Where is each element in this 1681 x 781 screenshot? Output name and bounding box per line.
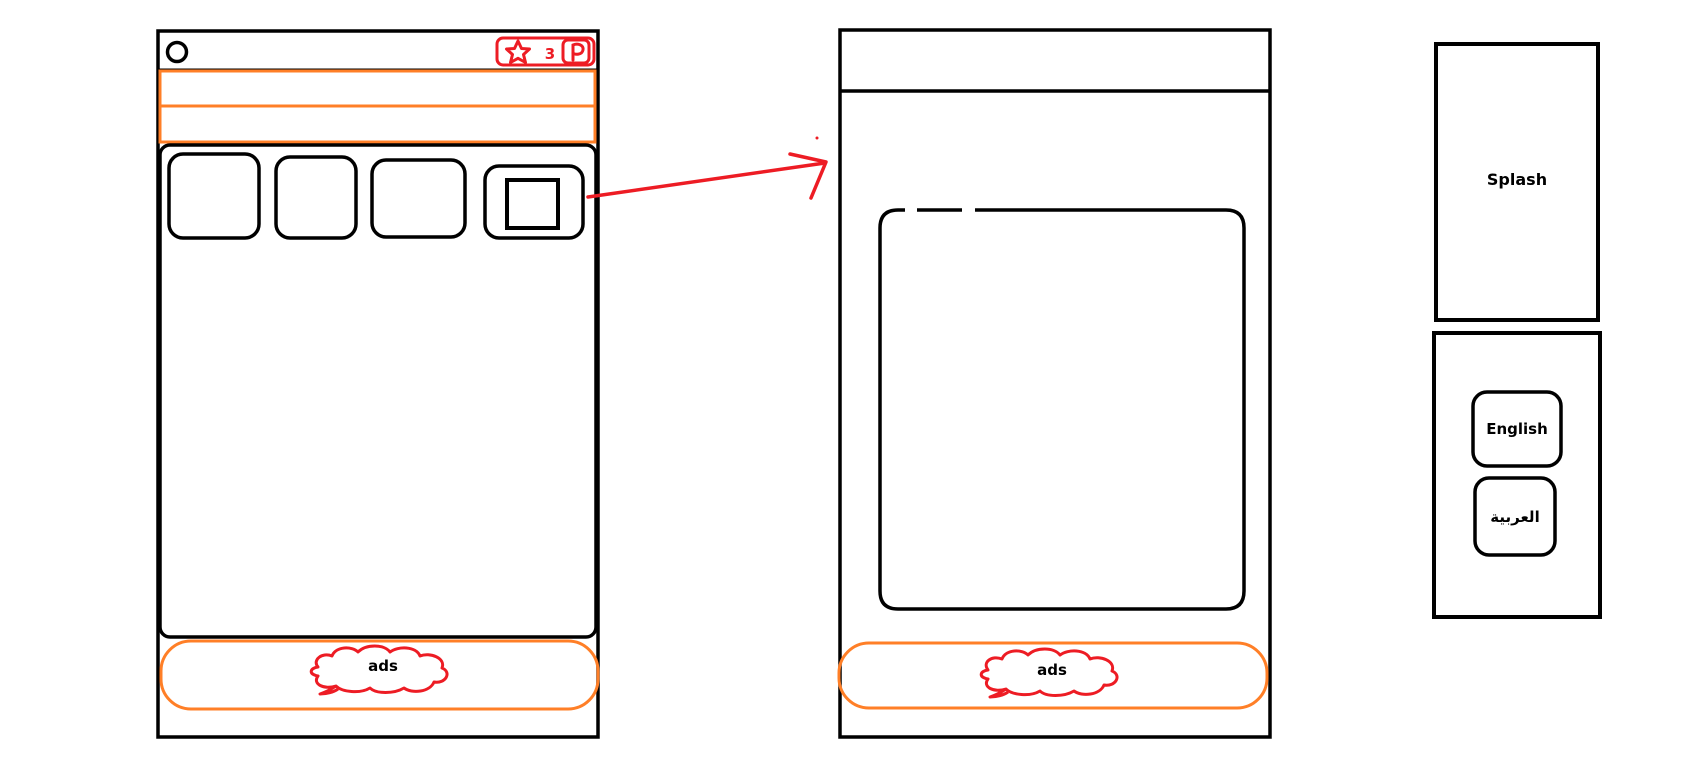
share-icon-box bbox=[561, 38, 591, 65]
arabic-label: العربية bbox=[1490, 508, 1539, 526]
detail-image-view[interactable] bbox=[878, 208, 1246, 611]
favorites-indicator-box bbox=[495, 36, 596, 67]
arrow-head bbox=[788, 152, 828, 200]
english-button[interactable] bbox=[1471, 390, 1563, 468]
phone-detail: ads bbox=[837, 28, 1272, 739]
arabic-button[interactable] bbox=[1473, 476, 1557, 557]
star-icon bbox=[505, 39, 531, 64]
navigation-arrow bbox=[586, 136, 828, 200]
arrow-shaft bbox=[586, 161, 827, 199]
ads-cloud-shape bbox=[309, 644, 449, 696]
ads-banner[interactable] bbox=[159, 639, 600, 711]
phone-main: 3 ads bbox=[156, 29, 600, 739]
thumbnail-4-image-icon bbox=[505, 178, 560, 230]
favorites-count: 3 bbox=[545, 45, 555, 63]
orange-bar-bottom[interactable] bbox=[158, 104, 597, 144]
detail-ads-cloud-shape bbox=[979, 647, 1119, 699]
phone-main-frame bbox=[156, 29, 600, 739]
arrow-dot bbox=[815, 136, 819, 140]
detail-ads-banner[interactable] bbox=[837, 641, 1269, 710]
language-screen: English العربية bbox=[1432, 331, 1602, 619]
phone-detail-frame bbox=[838, 28, 1272, 739]
thumbnail-1[interactable] bbox=[167, 152, 261, 240]
splash-screen: Splash bbox=[1434, 42, 1600, 322]
language-frame bbox=[1432, 331, 1602, 619]
menu-circle-icon[interactable] bbox=[165, 40, 189, 64]
thumbnail-2[interactable] bbox=[274, 155, 358, 240]
ads-label: ads bbox=[368, 657, 398, 675]
splash-label: Splash bbox=[1487, 170, 1547, 189]
content-panel bbox=[158, 143, 598, 639]
english-label: English bbox=[1486, 420, 1548, 438]
favorites-indicator[interactable]: 3 bbox=[495, 36, 596, 67]
thumbnail-3[interactable] bbox=[370, 158, 467, 239]
detail-ads-label: ads bbox=[1037, 661, 1067, 679]
splash-frame bbox=[1434, 42, 1600, 322]
thumbnail-4-selected[interactable] bbox=[483, 164, 585, 240]
orange-bar-top[interactable] bbox=[158, 69, 597, 108]
share-icon bbox=[571, 42, 585, 62]
